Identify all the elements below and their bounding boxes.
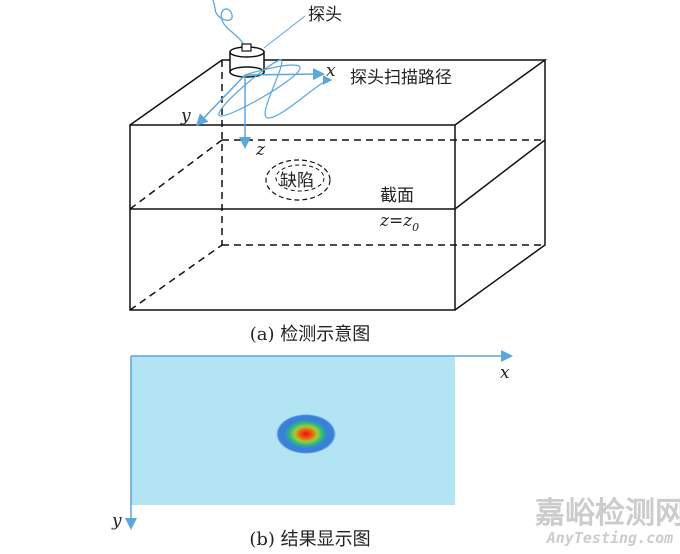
scan-path-label: 探头扫描路径 xyxy=(350,68,452,88)
probe-cable xyxy=(212,0,246,48)
right-face xyxy=(454,60,546,311)
watermark-title: 嘉峪检测网 xyxy=(535,496,680,531)
result-x-label: x xyxy=(500,363,510,383)
probe-label: 探头 xyxy=(308,5,342,25)
defect-outline xyxy=(265,159,331,201)
section-label: 截面 xyxy=(380,186,414,206)
watermark-subtitle: AnyTesting.com xyxy=(546,529,673,547)
specimen-box xyxy=(129,59,548,311)
y-axis-label: y xyxy=(180,106,191,126)
z-axis-label: z xyxy=(255,140,266,160)
probe-icon xyxy=(212,0,265,78)
caption-a: (a) 检测示意图 xyxy=(250,324,371,345)
defect-inner-outline xyxy=(275,164,325,192)
hidden-edges xyxy=(129,60,545,311)
x-axis-label: x xyxy=(326,61,336,81)
result-y-label: y xyxy=(111,511,122,531)
defect-signal-blob xyxy=(276,414,336,454)
y-axis-arrow xyxy=(195,74,246,127)
defect-label: 缺陷 xyxy=(280,171,314,191)
top-face xyxy=(129,59,548,126)
x-axis-arrow xyxy=(244,68,325,81)
section-right-line xyxy=(454,139,546,210)
section-equation: z=z0 xyxy=(379,211,419,234)
caption-b: (b) 结果显示图 xyxy=(249,529,370,550)
probe-leader-line xyxy=(263,15,306,49)
scan-path xyxy=(218,59,333,119)
front-face xyxy=(129,124,456,311)
